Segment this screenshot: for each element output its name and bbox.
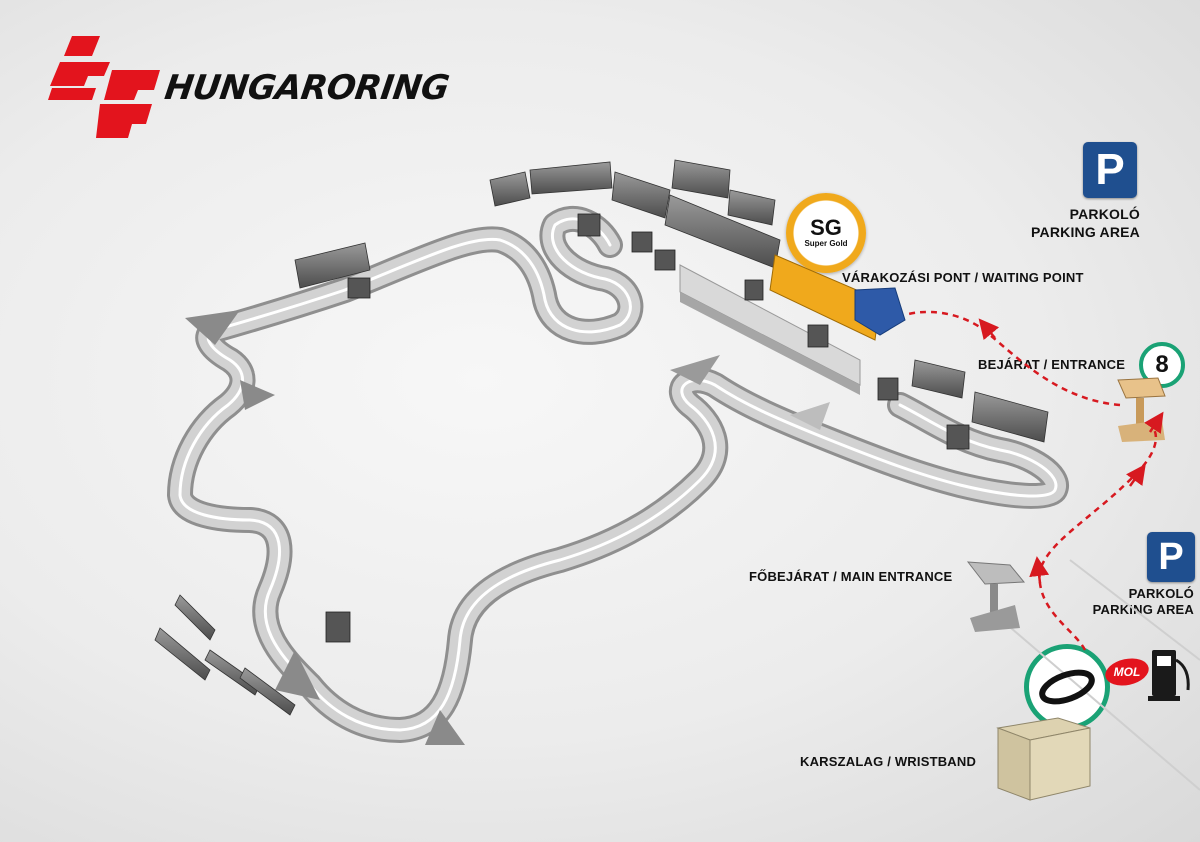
canopy-icon xyxy=(966,561,1026,632)
arrow-icon xyxy=(1144,411,1164,434)
grandstands xyxy=(154,159,1049,716)
parking-letter: P xyxy=(1158,535,1184,578)
access-roads xyxy=(989,559,1200,791)
sg-code: SG xyxy=(810,215,842,240)
entrance-number: 8 xyxy=(1155,351,1169,378)
parking-icon: P xyxy=(1083,142,1137,198)
arrow-icon xyxy=(1126,463,1146,487)
parking-letter: P xyxy=(1095,145,1125,194)
tent-icon xyxy=(996,717,1091,801)
main-entrance-label: FŐBEJÁRAT / MAIN ENTRANCE xyxy=(749,569,953,584)
sg-text: Super Gold xyxy=(804,239,848,248)
arrow-icon xyxy=(978,318,1000,341)
wristband-icon xyxy=(1039,669,1095,705)
parking-top-label-hu: PARKOLÓ xyxy=(1069,206,1140,222)
entrance-label: BEJÁRAT / ENTRANCE xyxy=(978,357,1126,372)
walking-route xyxy=(904,310,1164,651)
parking-right-label-hu: PARKOLÓ xyxy=(1128,586,1194,601)
hungaroring-logo-mark xyxy=(48,36,160,138)
parking-icon: P xyxy=(1147,532,1195,582)
super-gold-badge: SG Super Gold xyxy=(786,193,866,273)
mol-logo: MOL xyxy=(1105,658,1149,686)
wristband-badge xyxy=(1024,644,1110,730)
fuel-pump-icon xyxy=(1148,650,1190,701)
video-screens xyxy=(325,213,970,643)
super-gold-grandstand xyxy=(769,254,906,341)
wristband-label: KARSZALAG / WRISTBAND xyxy=(800,754,977,769)
pit-building xyxy=(679,264,861,395)
arrow-icon xyxy=(1029,556,1050,584)
entrance-booth-icon xyxy=(1117,377,1166,442)
mol-text: MOL xyxy=(1114,665,1141,679)
waiting-point-label: VÁRAKOZÁSI PONT / WAITING POINT xyxy=(842,270,1084,285)
race-track xyxy=(167,206,1069,745)
parking-top-label-en: PARKING AREA xyxy=(1031,224,1140,240)
parking-right-label-en: PARKING AREA xyxy=(1092,602,1194,617)
